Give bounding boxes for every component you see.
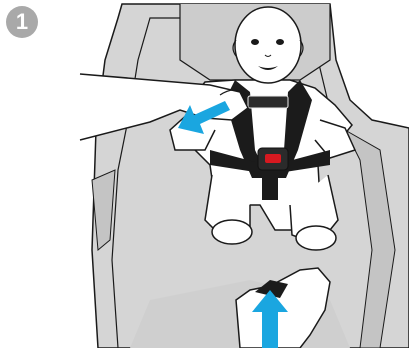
harness-crotch-strap bbox=[262, 170, 278, 200]
baby-right-eye bbox=[276, 39, 284, 45]
baby-left-eye bbox=[251, 39, 259, 45]
baby-left-foot bbox=[212, 220, 252, 244]
baby-head bbox=[235, 7, 301, 83]
chest-clip bbox=[248, 96, 288, 108]
buckle-release-button bbox=[265, 154, 281, 163]
baby-right-foot bbox=[296, 226, 336, 250]
